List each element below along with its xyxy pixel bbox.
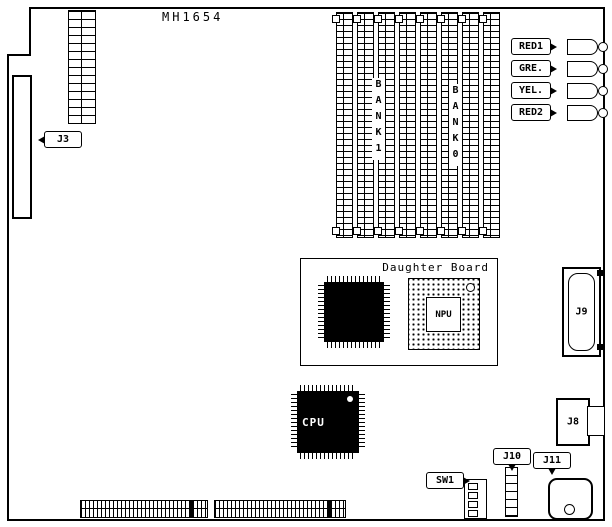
- callout-pointer-icon: [550, 86, 557, 95]
- qfp-chip-body: [324, 282, 384, 342]
- chip-pins-icon: [291, 394, 297, 450]
- dip-switch-pole: [468, 510, 478, 517]
- j8-label: J8: [564, 416, 582, 428]
- memory-slot: [479, 12, 500, 238]
- led-yellow: [567, 83, 598, 99]
- callout-pointer-icon: [508, 464, 516, 471]
- memory-slot: [395, 12, 416, 238]
- callout-gre-label: GRE.: [518, 63, 544, 74]
- chip-pins-icon: [327, 342, 381, 348]
- npu-chip-label: NPU: [426, 297, 461, 332]
- callout-pointer-icon: [38, 135, 45, 144]
- led-green-dot-icon: [598, 64, 608, 74]
- callout-sw1: SW1: [426, 472, 470, 489]
- pin1-dot-icon: [347, 396, 353, 402]
- callout-pointer-icon: [463, 476, 470, 485]
- callout-j3-label: J3: [56, 134, 70, 145]
- callout-pointer-icon: [548, 468, 556, 475]
- dip-switch-pole: [468, 501, 478, 508]
- callout-red1: RED1: [511, 38, 557, 55]
- callout-gre: GRE.: [511, 60, 557, 77]
- board-title: MH1654: [162, 10, 224, 24]
- cpu-label: CPU: [302, 416, 325, 429]
- callout-yel-label: YEL.: [518, 85, 544, 96]
- bank1-label: BANK1: [372, 78, 385, 160]
- qfp-chip: [318, 276, 390, 348]
- memory-slot-area: [332, 12, 506, 238]
- led-red2-dot-icon: [598, 108, 608, 118]
- j9-label: J9: [573, 306, 590, 318]
- callout-sw1-label: SW1: [435, 475, 455, 486]
- callout-red1-label: RED1: [518, 41, 544, 52]
- j10-pin-header: [505, 467, 518, 517]
- led-yellow-dot-icon: [598, 86, 608, 96]
- chip-pins-icon: [300, 385, 356, 391]
- memory-slot: [332, 12, 353, 238]
- callout-j10: J10: [493, 448, 531, 471]
- edge-tick-icon: [597, 270, 603, 276]
- pin1-dot-icon: [466, 283, 475, 292]
- j9-connector: J9: [562, 267, 601, 357]
- bottom-edge-connector-1: [80, 500, 208, 518]
- chip-pins-icon: [300, 453, 356, 459]
- chip-pins-icon: [359, 394, 365, 450]
- bottom-edge-connector-2: [214, 500, 346, 518]
- bank0-label: BANK0: [449, 84, 462, 166]
- chip-pins-icon: [384, 285, 390, 339]
- cpu-chip: CPU: [291, 385, 365, 459]
- chip-pins-icon: [327, 276, 381, 282]
- j8-connector: J8: [556, 398, 590, 446]
- led-green: [567, 61, 598, 77]
- din-pin-icon: [564, 504, 575, 515]
- callout-red2: RED2: [511, 104, 557, 121]
- callout-yel: YEL.: [511, 82, 557, 99]
- memory-slot: [353, 12, 374, 238]
- daughter-board-label: Daughter Board: [382, 261, 489, 274]
- memory-slot: [458, 12, 479, 238]
- led-red2: [567, 105, 598, 121]
- callout-pointer-icon: [550, 108, 557, 117]
- callout-j11-label: J11: [542, 455, 562, 466]
- j3-edge-connector: [12, 75, 32, 219]
- j9-dsub-outline: [568, 273, 595, 351]
- callout-red2-label: RED2: [518, 107, 544, 118]
- npu-socket: NPU: [408, 278, 480, 350]
- j11-din-connector: [548, 478, 593, 520]
- edge-tick-icon: [597, 344, 603, 350]
- led-red1: [567, 39, 598, 55]
- pin-strip-connector: [68, 10, 96, 124]
- sw1-dip-switch: [464, 479, 487, 519]
- chip-pins-icon: [318, 285, 324, 339]
- callout-j11: J11: [533, 452, 571, 475]
- led-red1-dot-icon: [598, 42, 608, 52]
- dip-switch-pole: [468, 483, 478, 490]
- j8-edge-stub: [587, 406, 605, 436]
- memory-slot: [416, 12, 437, 238]
- callout-j10-label: J10: [502, 451, 522, 462]
- callout-j3: J3: [38, 131, 82, 148]
- dip-switch-pole: [468, 492, 478, 499]
- callout-pointer-icon: [550, 42, 557, 51]
- callout-pointer-icon: [550, 64, 557, 73]
